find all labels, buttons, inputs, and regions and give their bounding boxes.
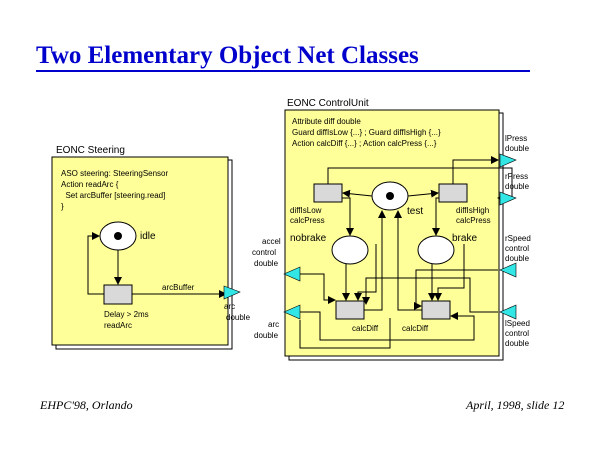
controlunit-class-box: EONC ControlUnit Attribute diff double G… — [284, 98, 513, 361]
steering-code-line: ASO steering: SteeringSensor — [61, 169, 169, 178]
controlunit-box-frame — [284, 109, 500, 357]
arc-lSpeed-to-calcDiff — [362, 277, 498, 313]
transition-diffIsLow-label: diffIsLow calcPress — [290, 206, 325, 225]
port-lSpeed — [499, 304, 517, 320]
port-arc-out-label: arc double — [224, 302, 251, 322]
place-brake-label: brake — [452, 233, 477, 244]
steering-code-line: Action readArc { — [61, 180, 119, 189]
arc-test-to-diffIsHigh — [407, 189, 439, 198]
port-arc-in — [283, 304, 301, 320]
controlunit-code-line: Guard diffIsLow {...} ; Guard diffIsHigh… — [292, 128, 441, 137]
footer-right: April, 1998, slide 12 — [466, 398, 565, 412]
token-icon — [114, 232, 122, 240]
controlunit-code-line: Action calcDiff {...} ; Action calcPress… — [292, 139, 437, 148]
transition-readArc — [103, 284, 133, 305]
controlunit-ports: lPress double rPress double rSpeed contr… — [252, 134, 533, 348]
slide-title: Two Elementary Object Net Classes — [36, 42, 419, 69]
controlunit-code-line: Attribute diff double — [292, 117, 361, 126]
port-accel-label: accel control double — [252, 237, 283, 268]
place-idle-label: idle — [140, 231, 156, 242]
footer-left: EHPC'98, Orlando — [40, 398, 133, 412]
transition-calcDiff-right — [421, 300, 451, 320]
transition-calcDiff-left-label: calcDiff — [352, 324, 379, 333]
transition-diffIsHigh — [438, 183, 468, 203]
port-rPress-label: rPress double — [505, 172, 530, 191]
place-brake — [417, 235, 455, 265]
port-arc-in-label: arc double — [254, 320, 281, 340]
title-underline — [36, 70, 530, 72]
arc-internal — [299, 318, 391, 349]
arc-test-to-diffIsLow — [342, 189, 373, 198]
steering-class-box: EONC Steering ASO steering: SteeringSens… — [51, 145, 233, 350]
arc-brake-to-calcDiff — [434, 244, 465, 301]
transition-diffIsHigh-label: diffIsHigh calcPress — [456, 206, 491, 225]
port-rSpeed-label: rSpeed control double — [505, 234, 533, 263]
arc-readArc-to-idle — [87, 232, 104, 295]
controlunit-code: Attribute diff double Guard diffIsLow {.… — [292, 117, 443, 148]
arc-diffIsHigh-to-brake — [432, 197, 440, 236]
transition-calcDiff-right-label: calcDiff — [402, 324, 429, 333]
place-nobrake — [331, 235, 369, 265]
arc-rSpeed-to-calcDiff — [414, 269, 498, 310]
controlunit-heading: EONC ControlUnit — [287, 98, 369, 109]
port-rSpeed — [499, 262, 517, 278]
port-lSpeed-label: lSpeed control double — [505, 319, 532, 348]
arc-arc-to-calcDiff — [300, 311, 475, 341]
transition-diffIsLow — [313, 183, 343, 203]
steering-code-line: } — [61, 202, 64, 211]
transition-calcDiff-left — [335, 300, 365, 320]
steering-code: ASO steering: SteeringSensor Action read… — [61, 169, 170, 211]
transition-readArc-label: Delay > 2ms readArc — [104, 310, 151, 330]
controlunit-box-shadow — [288, 112, 504, 361]
arc-nobrake-to-calcDiff — [354, 244, 377, 301]
steering-heading: EONC Steering — [56, 145, 125, 156]
port-rPress — [499, 191, 517, 206]
port-accel — [283, 266, 301, 282]
arc-accel-to-calcDiff — [300, 273, 336, 304]
port-lPress — [499, 153, 517, 168]
arc-diffIsHigh-to-lPress — [452, 156, 499, 184]
steering-box-frame — [51, 156, 229, 346]
port-arc-out — [223, 285, 241, 300]
steering-box-shadow — [55, 159, 233, 350]
place-test-label: test — [407, 206, 423, 217]
port-lPress-label: lPress double — [505, 134, 530, 153]
place-nobrake-label: nobrake — [290, 233, 327, 244]
arc-calcDiff-to-test — [394, 210, 422, 311]
arc-calcDiff-to-test — [364, 210, 386, 311]
token-icon — [386, 192, 394, 200]
steering-code-line: Set arcBuffer [steering.read] — [61, 191, 165, 200]
arc-diffIsLow-to-nobrake — [342, 197, 354, 236]
arcBuffer-label: arcBuffer — [162, 283, 195, 292]
